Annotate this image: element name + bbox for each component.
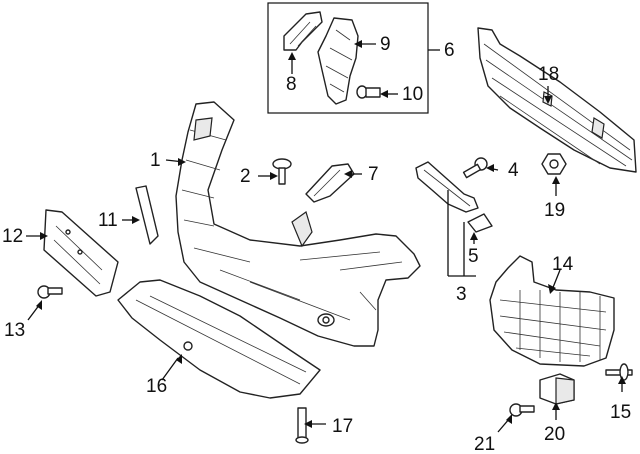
part-8-retainer	[283, 11, 323, 51]
part-3-bracket-assembly	[415, 161, 479, 213]
callout-5: 5	[468, 246, 479, 267]
callout-4: 4	[508, 160, 519, 181]
callout-20: 20	[544, 424, 565, 445]
part-19-nut	[541, 153, 567, 175]
part-1-bumper-cover	[175, 101, 421, 347]
callout-9: 9	[380, 34, 391, 55]
inset-box-6	[267, 2, 429, 114]
callout-8: 8	[286, 74, 297, 95]
callout-11: 11	[98, 210, 118, 231]
part-5-clip	[467, 213, 493, 233]
callout-labels: 1 2 3 4 5 6 7 8 9 10 11 12 13 14 15 16 1…	[2, 34, 631, 454]
part-12-license-bracket	[43, 209, 119, 297]
leader-lines	[26, 40, 626, 433]
callout-17: 17	[332, 416, 353, 437]
part-17-push-pin	[295, 407, 309, 444]
part-18-reinforcement-bar	[477, 27, 637, 173]
callout-1: 1	[150, 150, 161, 171]
part-10-rivet	[356, 85, 381, 99]
callout-13: 13	[4, 320, 25, 341]
part-4-bolt	[462, 157, 488, 179]
part-11-reflector	[135, 185, 159, 245]
part-20-spacer	[539, 373, 575, 405]
part-16-lower-deflector	[117, 279, 321, 399]
callout-2: 2	[240, 166, 251, 187]
part-14-energy-absorber	[489, 255, 615, 367]
part-13-screw	[37, 285, 63, 299]
callout-21: 21	[474, 434, 495, 454]
callout-18: 18	[538, 64, 559, 85]
callout-14: 14	[552, 254, 574, 275]
part-2-push-clip	[272, 158, 292, 185]
callout-12: 12	[2, 226, 23, 247]
callout-19: 19	[544, 200, 565, 221]
callout-3: 3	[456, 284, 467, 305]
part-21-bolt	[509, 403, 535, 417]
callout-16: 16	[146, 376, 167, 397]
callout-7: 7	[368, 164, 379, 185]
callout-6: 6	[444, 40, 455, 61]
callout-15: 15	[610, 402, 631, 423]
part-7-side-bracket	[305, 163, 355, 203]
part-15-stud	[605, 363, 633, 381]
part-9-guide	[317, 17, 359, 105]
callout-10: 10	[402, 84, 423, 105]
